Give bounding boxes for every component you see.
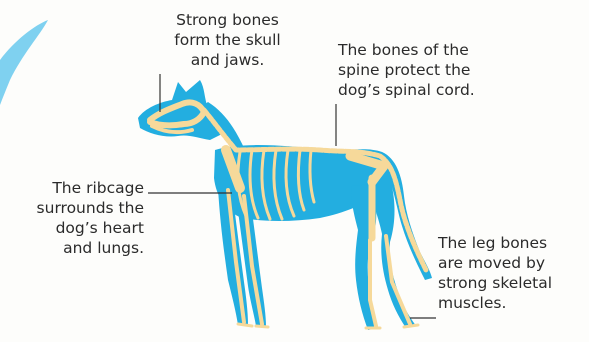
decorative-swoosh — [0, 20, 48, 105]
dog-body-silhouette — [138, 80, 432, 330]
leg-bones-label: The leg bones are moved by strong skelet… — [438, 233, 578, 313]
ribcage-label: The ribcage surrounds the dog’s heart an… — [14, 178, 144, 258]
skull-label: Strong bones form the skull and jaws. — [160, 10, 295, 70]
spine-label: The bones of the spine protect the dog’s… — [338, 40, 513, 100]
